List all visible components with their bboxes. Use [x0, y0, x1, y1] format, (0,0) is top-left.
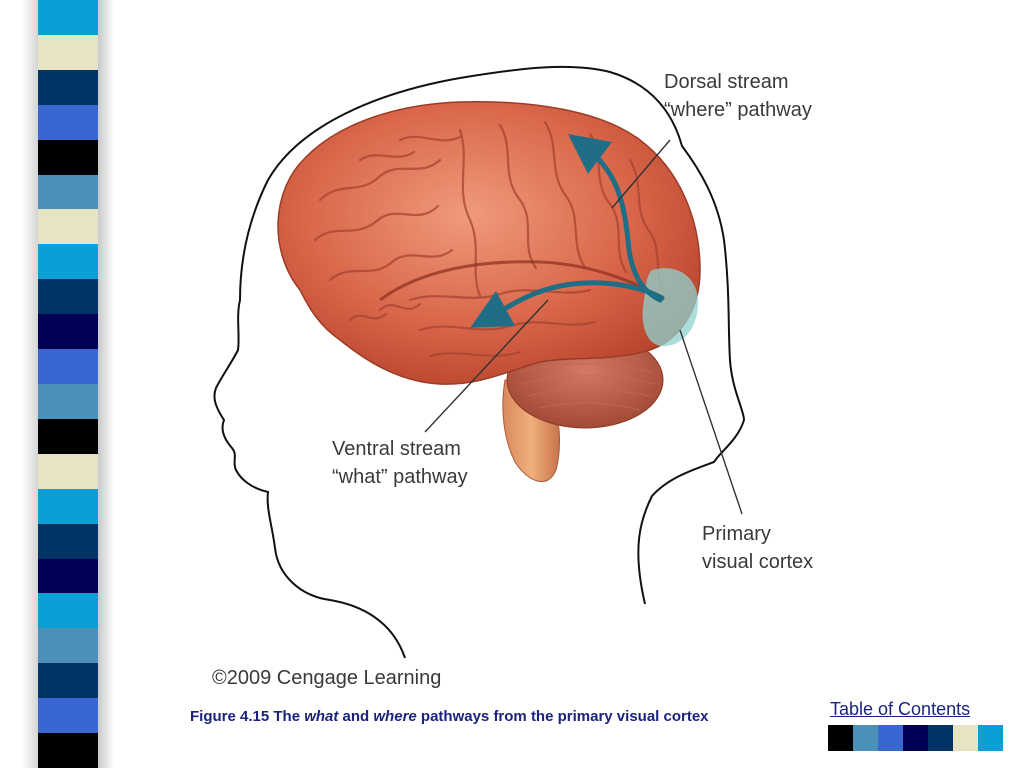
stripe-segment	[38, 628, 98, 664]
stripe-segment	[38, 383, 98, 419]
dorsal-stream-arrow	[568, 133, 663, 303]
stripe-segment	[38, 314, 98, 350]
caption-em-what: what	[304, 708, 339, 725]
stripe-segment	[38, 244, 98, 280]
visual-cortex-label: visual cortex	[702, 551, 813, 573]
decorative-stripe-column	[38, 0, 98, 768]
cerebrum	[277, 101, 701, 385]
stripe-shadow-right	[98, 0, 114, 768]
ventral-leader-line	[424, 299, 549, 433]
stripe-segment	[38, 663, 98, 699]
stripe-segment	[38, 104, 98, 140]
stripe-segment	[38, 558, 98, 594]
color-swatch	[878, 725, 903, 751]
color-swatch	[953, 725, 978, 751]
figure-caption: Figure 4.15 The what and where pathways …	[190, 708, 709, 725]
color-swatch	[828, 725, 853, 751]
stripe-segment	[38, 488, 98, 524]
stripe-segment	[38, 69, 98, 105]
stripe-segment	[38, 523, 98, 559]
cortex-leader-line	[679, 329, 743, 515]
table-of-contents-link[interactable]: Table of Contents	[830, 699, 971, 719]
primary-label: Primary	[702, 523, 771, 545]
stripe-segment	[38, 209, 98, 245]
stripe-segment	[38, 418, 98, 454]
stripe-segment	[38, 733, 98, 768]
copyright-credit: ©2009 Cengage Learning	[212, 667, 441, 689]
color-swatch-strip	[828, 725, 1003, 751]
color-swatch	[928, 725, 953, 751]
color-swatch	[978, 725, 1003, 751]
color-swatch	[853, 725, 878, 751]
stripe-segment	[38, 139, 98, 175]
head-outline	[213, 65, 746, 659]
stripe-segment	[38, 279, 98, 315]
stripe-segment	[38, 349, 98, 384]
where-pathway-label: “where” pathway	[664, 99, 812, 121]
what-pathway-label: “what” pathway	[332, 466, 468, 488]
ventral-stream-label: Ventral stream	[332, 438, 461, 460]
stripe-segment	[38, 453, 98, 489]
stripe-segment	[38, 593, 98, 629]
stripe-segment	[38, 698, 98, 734]
stripe-segment	[38, 174, 98, 210]
stripe-shadow-left	[22, 0, 38, 768]
caption-prefix: Figure 4.15 The	[190, 708, 305, 725]
caption-em-where: where	[373, 708, 417, 725]
dorsal-leader-line	[611, 139, 671, 209]
stripe-segment	[38, 34, 98, 70]
ventral-stream-arrow	[470, 280, 665, 328]
dorsal-stream-label: Dorsal stream	[664, 71, 788, 93]
primary-visual-cortex-highlight	[642, 268, 699, 347]
caption-suffix: pathways from the primary visual cortex	[416, 708, 709, 725]
color-swatch	[903, 725, 928, 751]
stripe-segment	[38, 0, 98, 35]
caption-mid: and	[338, 708, 374, 725]
